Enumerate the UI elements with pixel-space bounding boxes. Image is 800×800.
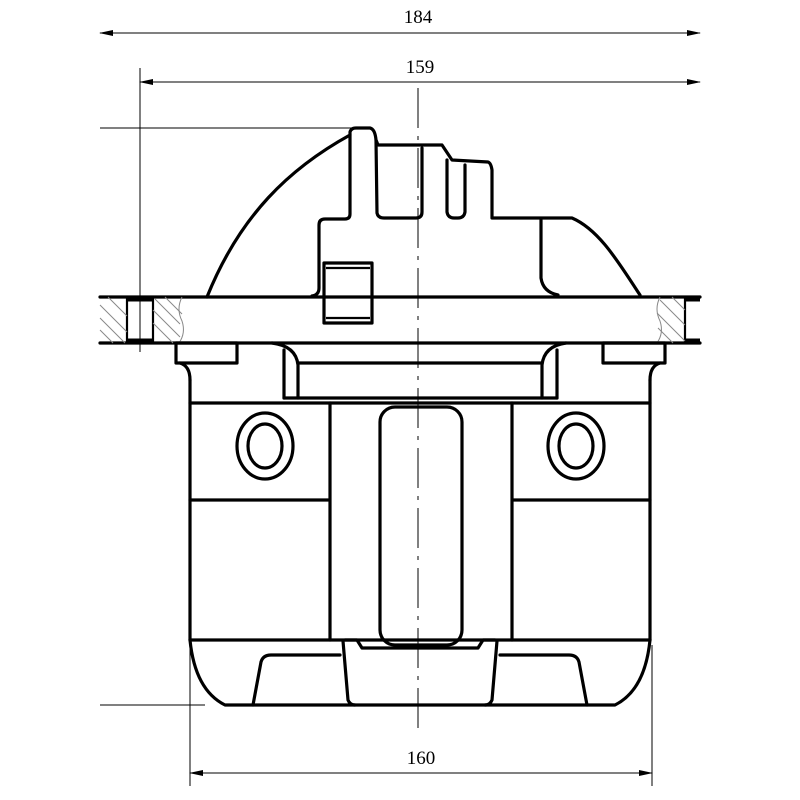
mid-section bbox=[174, 341, 667, 405]
dimension-160: 160 bbox=[189, 645, 653, 786]
main-body bbox=[188, 378, 652, 647]
right-foot bbox=[498, 653, 589, 707]
dimension-label-184: 184 bbox=[404, 7, 433, 28]
flange bbox=[98, 295, 702, 345]
upper-housing bbox=[205, 126, 642, 325]
center-slot bbox=[378, 405, 464, 647]
base bbox=[188, 638, 652, 707]
dimension-159: 159 bbox=[139, 57, 701, 352]
vent-window bbox=[322, 261, 374, 325]
dimension-label-159: 159 bbox=[406, 57, 435, 78]
left-port bbox=[235, 411, 295, 481]
right-port bbox=[546, 411, 606, 481]
left-foot bbox=[251, 653, 342, 707]
section-hatching bbox=[99, 296, 686, 344]
dimension-label-160: 160 bbox=[407, 748, 436, 769]
dimension-184: 184 bbox=[99, 7, 701, 36]
